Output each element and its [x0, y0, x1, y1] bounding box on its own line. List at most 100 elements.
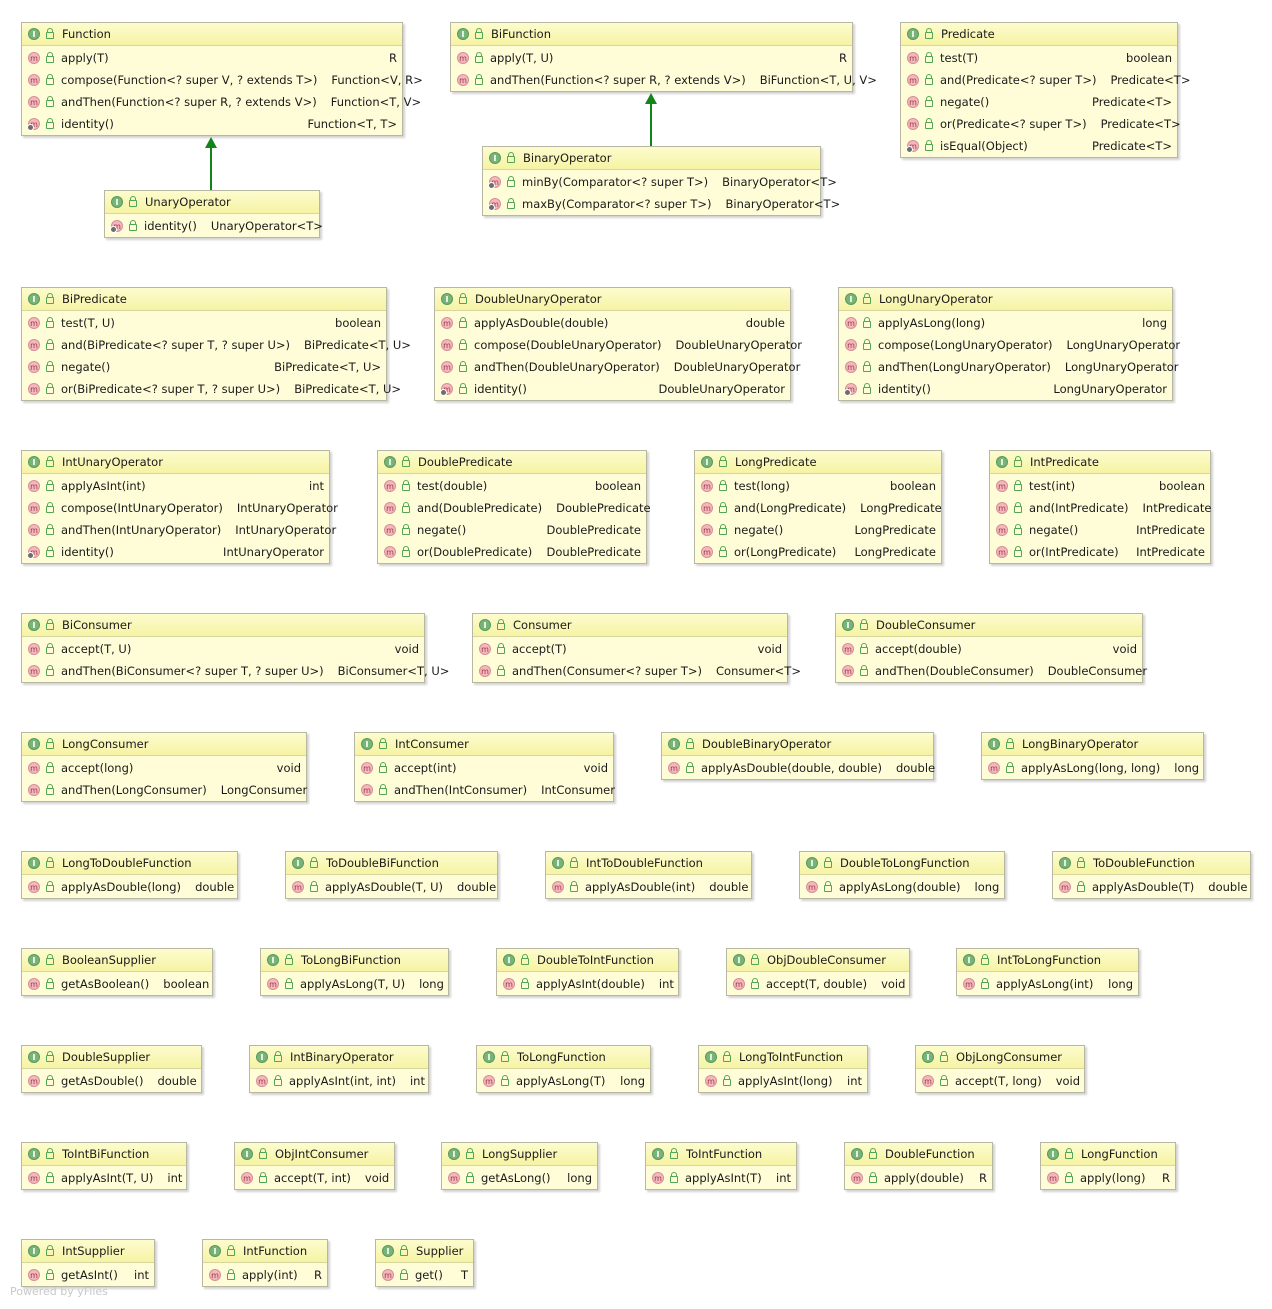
interface-node-function[interactable]: IFunctionmapply(T)Rmcompose(Function<? s…: [21, 22, 423, 136]
interface-node-double-consumer[interactable]: IDoubleConsumermaccept(double)voidmandTh…: [835, 613, 1147, 683]
interface-node-obj-long-consumer[interactable]: IObjLongConsumermaccept(T, long)void: [915, 1045, 1085, 1093]
method-row[interactable]: mapplyAsInt(int, int)int: [250, 1070, 428, 1092]
method-row[interactable]: mandThen(LongUnaryOperator)LongUnaryOper…: [839, 356, 1178, 378]
method-row[interactable]: maccept(T)void: [473, 638, 787, 660]
method-row[interactable]: maccept(T, U)void: [22, 638, 424, 660]
interface-node-to-int-bi-function[interactable]: IToIntBiFunctionmapplyAsInt(T, U)int: [21, 1142, 187, 1190]
interface-node-boolean-supplier[interactable]: IBooleanSuppliermgetAsBoolean()boolean: [21, 948, 213, 996]
method-row[interactable]: mnegate()Predicate<T>: [901, 91, 1177, 113]
interface-node-int-unary-operator[interactable]: IIntUnaryOperatormapplyAsInt(int)intmcom…: [21, 450, 338, 564]
method-row[interactable]: mandThen(Function<? super R, ? extends V…: [451, 69, 877, 91]
interface-node-double-unary-operator[interactable]: IDoubleUnaryOperatormapplyAsDouble(doubl…: [434, 287, 802, 401]
method-row[interactable]: mapplyAsInt(T, U)int: [22, 1167, 186, 1189]
interface-node-int-to-double-function[interactable]: IIntToDoubleFunctionmapplyAsDouble(int)d…: [545, 851, 752, 899]
interface-node-int-predicate[interactable]: IIntPredicatemtest(int)booleanmand(IntPr…: [989, 450, 1211, 564]
method-row[interactable]: mand(LongPredicate)LongPredicate: [695, 497, 942, 519]
interface-node-long-supplier[interactable]: ILongSuppliermgetAsLong()long: [441, 1142, 598, 1190]
interface-node-long-to-double-function[interactable]: ILongToDoubleFunctionmapplyAsDouble(long…: [21, 851, 238, 899]
method-row[interactable]: mgetAsInt()int: [22, 1264, 154, 1286]
method-row[interactable]: mgetAsBoolean()boolean: [22, 973, 212, 995]
interface-node-obj-double-consumer[interactable]: IObjDoubleConsumermaccept(T, double)void: [726, 948, 910, 996]
method-row[interactable]: mapplyAsLong(long, long)long: [982, 757, 1203, 779]
method-row[interactable]: mandThen(DoubleUnaryOperator)DoubleUnary…: [435, 356, 800, 378]
method-row[interactable]: mor(Predicate<? super T>)Predicate<T>: [901, 113, 1181, 135]
method-row[interactable]: mor(DoublePredicate)DoublePredicate: [378, 541, 646, 563]
method-row[interactable]: mtest(double)boolean: [378, 475, 646, 497]
interface-node-double-to-int-function[interactable]: IDoubleToIntFunctionmapplyAsInt(double)i…: [496, 948, 679, 996]
method-row[interactable]: mnegate()DoublePredicate: [378, 519, 646, 541]
method-row[interactable]: mapply(double)R: [845, 1167, 992, 1189]
method-row[interactable]: mapplyAsInt(T)int: [646, 1167, 796, 1189]
method-row[interactable]: mtest(long)boolean: [695, 475, 941, 497]
method-row[interactable]: mcompose(LongUnaryOperator)LongUnaryOper…: [839, 334, 1180, 356]
method-row[interactable]: mor(IntPredicate)IntPredicate: [990, 541, 1210, 563]
interface-node-to-double-bi-function[interactable]: IToDoubleBiFunctionmapplyAsDouble(T, U)d…: [285, 851, 498, 899]
method-row[interactable]: mapplyAsLong(int)long: [957, 973, 1138, 995]
method-row[interactable]: misEqual(Object)Predicate<T>: [901, 135, 1177, 157]
interface-node-long-consumer[interactable]: ILongConsumermaccept(long)voidmandThen(L…: [21, 732, 307, 802]
method-row[interactable]: maccept(T, long)void: [916, 1070, 1084, 1092]
method-row[interactable]: mand(Predicate<? super T>)Predicate<T>: [901, 69, 1190, 91]
interface-node-consumer[interactable]: IConsumermaccept(T)voidmandThen(Consumer…: [472, 613, 801, 683]
method-row[interactable]: midentity()UnaryOperator<T>: [105, 215, 323, 237]
method-row[interactable]: mapplyAsLong(T, U)long: [261, 973, 448, 995]
interface-node-bi-function[interactable]: IBiFunctionmapply(T, U)RmandThen(Functio…: [450, 22, 877, 92]
interface-node-bi-consumer[interactable]: IBiConsumermaccept(T, U)voidmandThen(BiC…: [21, 613, 449, 683]
method-row[interactable]: mapplyAsDouble(T)double: [1053, 876, 1250, 898]
method-row[interactable]: mor(BiPredicate<? super T, ? super U>)Bi…: [22, 378, 401, 400]
method-row[interactable]: mandThen(LongConsumer)LongConsumer: [22, 779, 307, 801]
interface-node-long-predicate[interactable]: ILongPredicatemtest(long)booleanmand(Lon…: [694, 450, 942, 564]
method-row[interactable]: mapply(int)R: [203, 1264, 327, 1286]
method-row[interactable]: mand(IntPredicate)IntPredicate: [990, 497, 1211, 519]
method-row[interactable]: maccept(T, int)void: [235, 1167, 394, 1189]
method-row[interactable]: mapplyAsDouble(double, double)double: [662, 757, 935, 779]
interface-node-obj-int-consumer[interactable]: IObjIntConsumermaccept(T, int)void: [234, 1142, 395, 1190]
interface-node-int-function[interactable]: IIntFunctionmapply(int)R: [202, 1239, 328, 1287]
method-row[interactable]: mtest(T)boolean: [901, 47, 1177, 69]
method-row[interactable]: mtest(T, U)boolean: [22, 312, 386, 334]
method-row[interactable]: mapply(long)R: [1041, 1167, 1175, 1189]
method-row[interactable]: maccept(double)void: [836, 638, 1142, 660]
interface-node-double-predicate[interactable]: IDoublePredicatemtest(double)booleanmand…: [377, 450, 651, 564]
method-row[interactable]: maccept(long)void: [22, 757, 306, 779]
method-row[interactable]: mget()T: [376, 1264, 473, 1286]
method-row[interactable]: mapplyAsLong(long)long: [839, 312, 1172, 334]
interface-node-double-supplier[interactable]: IDoubleSuppliermgetAsDouble()double: [21, 1045, 202, 1093]
method-row[interactable]: mapply(T, U)R: [451, 47, 852, 69]
method-row[interactable]: mmaxBy(Comparator<? super T>)BinaryOpera…: [483, 193, 840, 215]
interface-node-supplier[interactable]: ISuppliermget()T: [375, 1239, 474, 1287]
method-row[interactable]: mandThen(BiConsumer<? super T, ? super U…: [22, 660, 449, 682]
method-row[interactable]: mor(LongPredicate)LongPredicate: [695, 541, 941, 563]
interface-node-int-consumer[interactable]: IIntConsumermaccept(int)voidmandThen(Int…: [354, 732, 615, 802]
method-row[interactable]: mminBy(Comparator<? super T>)BinaryOpera…: [483, 171, 837, 193]
interface-node-double-binary-operator[interactable]: IDoubleBinaryOperatormapplyAsDouble(doub…: [661, 732, 935, 780]
method-row[interactable]: mandThen(IntConsumer)IntConsumer: [355, 779, 615, 801]
method-row[interactable]: mgetAsDouble()double: [22, 1070, 201, 1092]
interface-node-long-unary-operator[interactable]: ILongUnaryOperatormapplyAsLong(long)long…: [838, 287, 1180, 401]
interface-node-long-function[interactable]: ILongFunctionmapply(long)R: [1040, 1142, 1176, 1190]
method-row[interactable]: mapplyAsDouble(double)double: [435, 312, 790, 334]
method-row[interactable]: mapplyAsInt(long)int: [699, 1070, 867, 1092]
interface-node-long-to-int-function[interactable]: ILongToIntFunctionmapplyAsInt(long)int: [698, 1045, 868, 1093]
method-row[interactable]: mcompose(IntUnaryOperator)IntUnaryOperat…: [22, 497, 338, 519]
method-row[interactable]: mapplyAsInt(int)int: [22, 475, 329, 497]
method-row[interactable]: mnegate()LongPredicate: [695, 519, 941, 541]
method-row[interactable]: mapply(T)R: [22, 47, 402, 69]
interface-node-to-long-bi-function[interactable]: IToLongBiFunctionmapplyAsLong(T, U)long: [260, 948, 449, 996]
method-row[interactable]: maccept(T, double)void: [727, 973, 909, 995]
method-row[interactable]: mcompose(DoubleUnaryOperator)DoubleUnary…: [435, 334, 802, 356]
interface-node-to-long-function[interactable]: IToLongFunctionmapplyAsLong(T)long: [476, 1045, 651, 1093]
interface-node-to-double-function[interactable]: IToDoubleFunctionmapplyAsDouble(T)double: [1052, 851, 1251, 899]
interface-node-int-to-long-function[interactable]: IIntToLongFunctionmapplyAsLong(int)long: [956, 948, 1139, 996]
method-row[interactable]: mapplyAsDouble(T, U)double: [286, 876, 497, 898]
method-row[interactable]: mapplyAsLong(T)long: [477, 1070, 650, 1092]
method-row[interactable]: mapplyAsDouble(long)double: [22, 876, 237, 898]
method-row[interactable]: mcompose(Function<? super V, ? extends T…: [22, 69, 423, 91]
interface-node-to-int-function[interactable]: IToIntFunctionmapplyAsInt(T)int: [645, 1142, 797, 1190]
method-row[interactable]: mtest(int)boolean: [990, 475, 1210, 497]
method-row[interactable]: mandThen(IntUnaryOperator)IntUnaryOperat…: [22, 519, 336, 541]
interface-node-bi-predicate[interactable]: IBiPredicatemtest(T, U)booleanmand(BiPre…: [21, 287, 411, 401]
method-row[interactable]: mandThen(DoubleConsumer)DoubleConsumer: [836, 660, 1147, 682]
interface-node-predicate[interactable]: IPredicatemtest(T)booleanmand(Predicate<…: [900, 22, 1190, 158]
method-row[interactable]: mnegate()BiPredicate<T, U>: [22, 356, 386, 378]
